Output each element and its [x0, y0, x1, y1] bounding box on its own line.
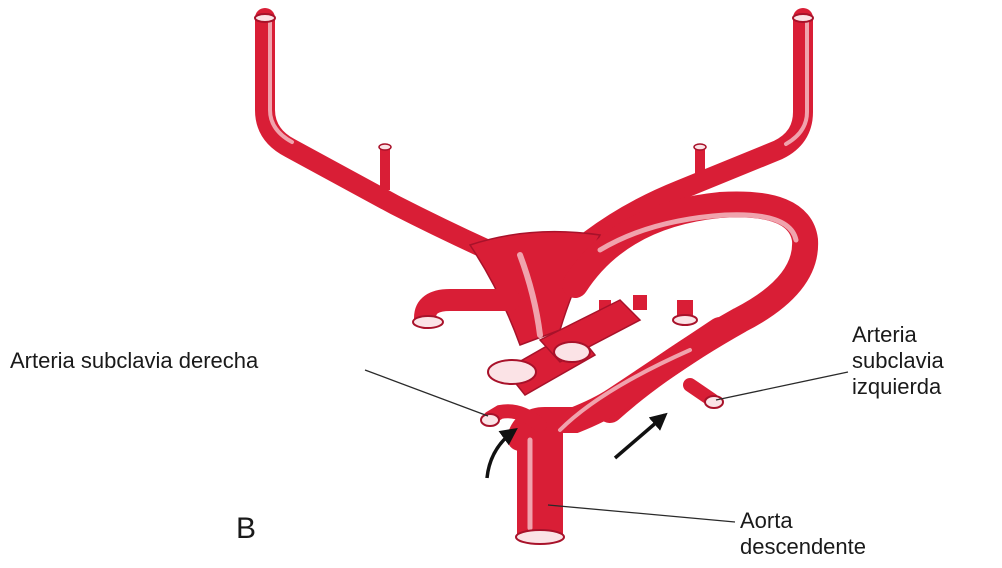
label-left-subclavian-3: izquierda [852, 374, 941, 400]
left-side-branch [413, 300, 510, 328]
label-descending-aorta-2: descendente [740, 534, 866, 560]
left-subclavian-artery [690, 385, 723, 408]
label-left-subclavian-1: Arteria [852, 322, 917, 348]
right-carotid-artery [255, 14, 488, 250]
right-subclavian-artery [481, 411, 540, 426]
label-descending-aorta-1: Aorta [740, 508, 793, 534]
flow-arrow-icon [615, 415, 665, 458]
panel-letter: B [236, 512, 256, 546]
label-left-subclavian-2: subclavia [852, 348, 944, 374]
label-right-subclavian: Arteria subclavia derecha [10, 348, 258, 374]
